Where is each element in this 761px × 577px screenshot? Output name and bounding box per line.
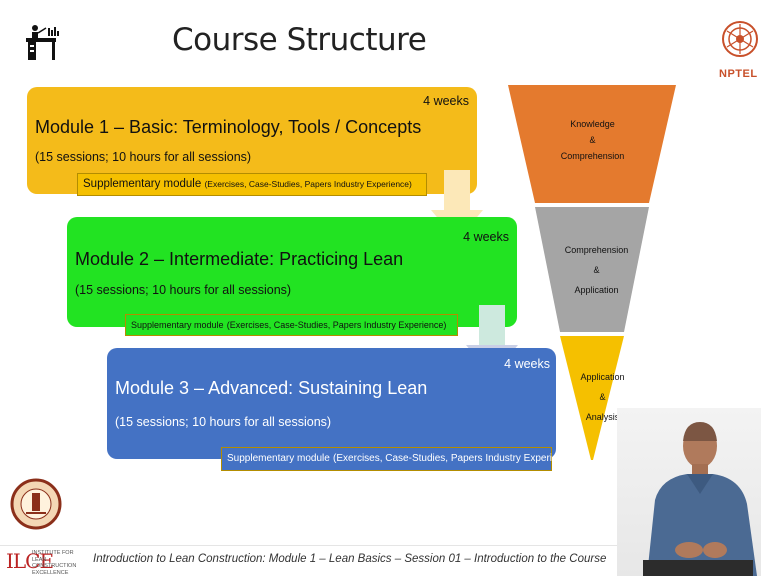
funnel-tier-1 [508,85,676,203]
funnel-tier-3-label: Application&Analysis [580,372,625,422]
nptel-logo-text: NPTEL [719,68,758,80]
nptel-logo [722,21,758,57]
learning-funnel [508,85,676,460]
supplementary-detail: (Exercises, Case-Studies, Papers Industr… [333,453,578,464]
funnel-tier-2-label: Comprehension&Application [564,245,629,295]
supplementary-detail: (Exercises, Case-Studies, Papers Industr… [204,179,412,189]
ilce-logo: ILCE INSTITUTE FOR LEAN CONSTRUCTION EXC… [6,549,86,576]
module-1-sessions: (15 sessions; 10 hours for all sessions) [35,150,252,164]
supplementary-label: Supplementary module [227,453,330,464]
institute-seal-logo [10,478,62,530]
module-1-supplementary: Supplementary module (Exercises, Case-St… [77,173,427,196]
page-title: Course Structure [172,22,427,58]
module-2-title: Module 2 – Intermediate: Practicing Lean [75,249,404,269]
supplementary-label: Supplementary module [83,178,202,190]
speaker-video [617,408,761,576]
module-3-title: Module 3 – Advanced: Sustaining Lean [115,378,428,398]
speaker-figure [643,422,757,576]
funnel-tier-2 [535,207,649,332]
module-3-sessions: (15 sessions; 10 hours for all sessions) [115,415,332,429]
module-3-box: Module 3 – Advanced: Sustaining Lean (15… [107,348,556,459]
module-2-box: Module 2 – Intermediate: Practicing Lean… [67,217,517,327]
module-2-supplementary: Supplementary module (Exercises, Case-St… [125,314,458,336]
module-3-supplementary: Supplementary module (Exercises, Case-St… [221,447,577,471]
funnel-tier-3 [560,336,624,460]
supplementary-label: Supplementary module [131,320,224,330]
module-1-title: Module 1 – Basic: Terminology, Tools / C… [35,117,422,137]
ilce-logo-mark: ILCE [6,549,54,573]
ilce-logo-text: INSTITUTE FOR LEAN CONSTRUCTION EXCELLEN… [32,550,77,576]
teacher-desk-icon [26,25,59,60]
funnel-tier-1-label: Knowledge&Comprehension [560,119,625,161]
module-2-sessions: (15 sessions; 10 hours for all sessions) [75,283,292,297]
supplementary-detail: (Exercises, Case-Studies, Papers Industr… [226,320,447,330]
module-2-duration: 4 weeks [463,230,509,244]
module-3-duration: 4 weeks [504,357,550,371]
footer-caption: Introduction to Lean Construction: Modul… [93,553,607,565]
module-1-duration: 4 weeks [423,94,469,108]
